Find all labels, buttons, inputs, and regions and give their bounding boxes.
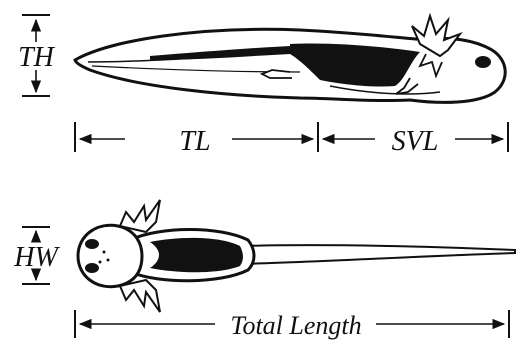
total-length-indicator: Total Length bbox=[75, 310, 509, 340]
svl-label: SVL bbox=[392, 126, 439, 157]
th-indicator: TH bbox=[18, 15, 56, 96]
th-label: TH bbox=[18, 42, 56, 73]
larva-top-illustration bbox=[78, 200, 515, 312]
total-length-label: Total Length bbox=[230, 311, 361, 340]
lateral-view: TH bbox=[18, 15, 508, 157]
hw-label: HW bbox=[13, 242, 60, 273]
tl-label: TL bbox=[179, 126, 210, 157]
tl-svl-indicator: TL SVL bbox=[75, 122, 508, 157]
hw-indicator: HW bbox=[13, 227, 60, 284]
larva-side-illustration bbox=[75, 16, 505, 102]
dorsal-view: HW Total Length bbox=[13, 200, 515, 340]
